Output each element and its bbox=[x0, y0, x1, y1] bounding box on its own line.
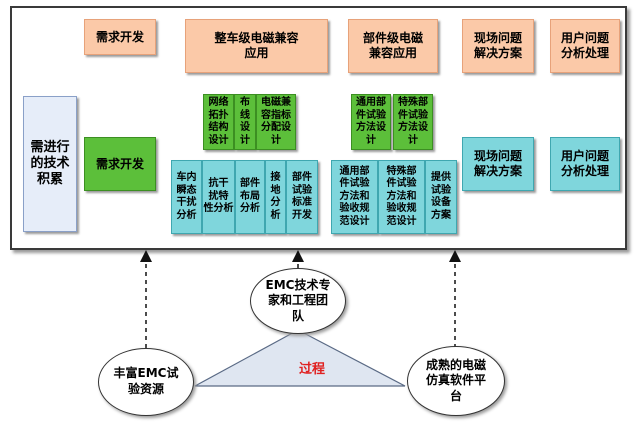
component-emc-box: 部件级电磁 兼容应用 bbox=[348, 19, 438, 73]
wiring-design-box: 布 线 设 计 bbox=[234, 94, 256, 150]
top-demand-box: 需求开发 bbox=[84, 19, 156, 55]
field-problem-box-top: 现场问题 解决方案 bbox=[462, 19, 534, 73]
special-component-test-method-box: 特殊部 件试验 方法设 计 bbox=[393, 94, 433, 150]
user-problem-box-top: 用户问题 分析处理 bbox=[550, 19, 620, 73]
process-triangle bbox=[194, 329, 406, 387]
simulation-software-oval: 成熟的电磁 仿真软件平 台 bbox=[407, 346, 505, 416]
test-equipment-box: 提供 试验 设备 方案 bbox=[425, 160, 457, 234]
general-test-spec-box: 通用部 件试验 方法和 验收规 范设计 bbox=[331, 160, 378, 234]
user-problem-box-mid: 用户问题 分析处理 bbox=[550, 137, 620, 191]
test-standard-development-box: 部件 试验 标准 开发 bbox=[286, 160, 318, 234]
tech-accumulation-box: 需进行 的技术 积累 bbox=[23, 96, 77, 232]
general-component-test-method-box: 通用部 件试验 方法设 计 bbox=[351, 94, 391, 150]
anti-interference-box: 抗干 扰特 性分析 bbox=[202, 160, 235, 234]
component-layout-box: 部件 布局 分析 bbox=[235, 160, 265, 234]
mid-demand-box: 需求开发 bbox=[84, 137, 156, 191]
special-test-spec-box: 特殊部 件试验 方法和 验收规 范设计 bbox=[378, 160, 425, 234]
expert-team-oval: EMC技术专 家和工程团 队 bbox=[250, 268, 346, 334]
emc-index-allocation-box: 电磁兼 容指标 分配设 计 bbox=[256, 94, 296, 150]
transient-interference-box: 车内 瞬态 干扰 分析 bbox=[171, 160, 202, 234]
process-label: 过程 bbox=[298, 362, 325, 377]
grounding-analysis-box: 接 地 分 析 bbox=[265, 160, 286, 234]
vehicle-emc-box: 整车级电磁兼容 应用 bbox=[185, 19, 328, 73]
network-topology-box: 网络 拓扑 结构 设计 bbox=[203, 94, 234, 150]
test-resource-oval: 丰富EMC试 验资源 bbox=[98, 348, 194, 416]
field-problem-box-mid: 现场问题 解决方案 bbox=[462, 137, 534, 191]
